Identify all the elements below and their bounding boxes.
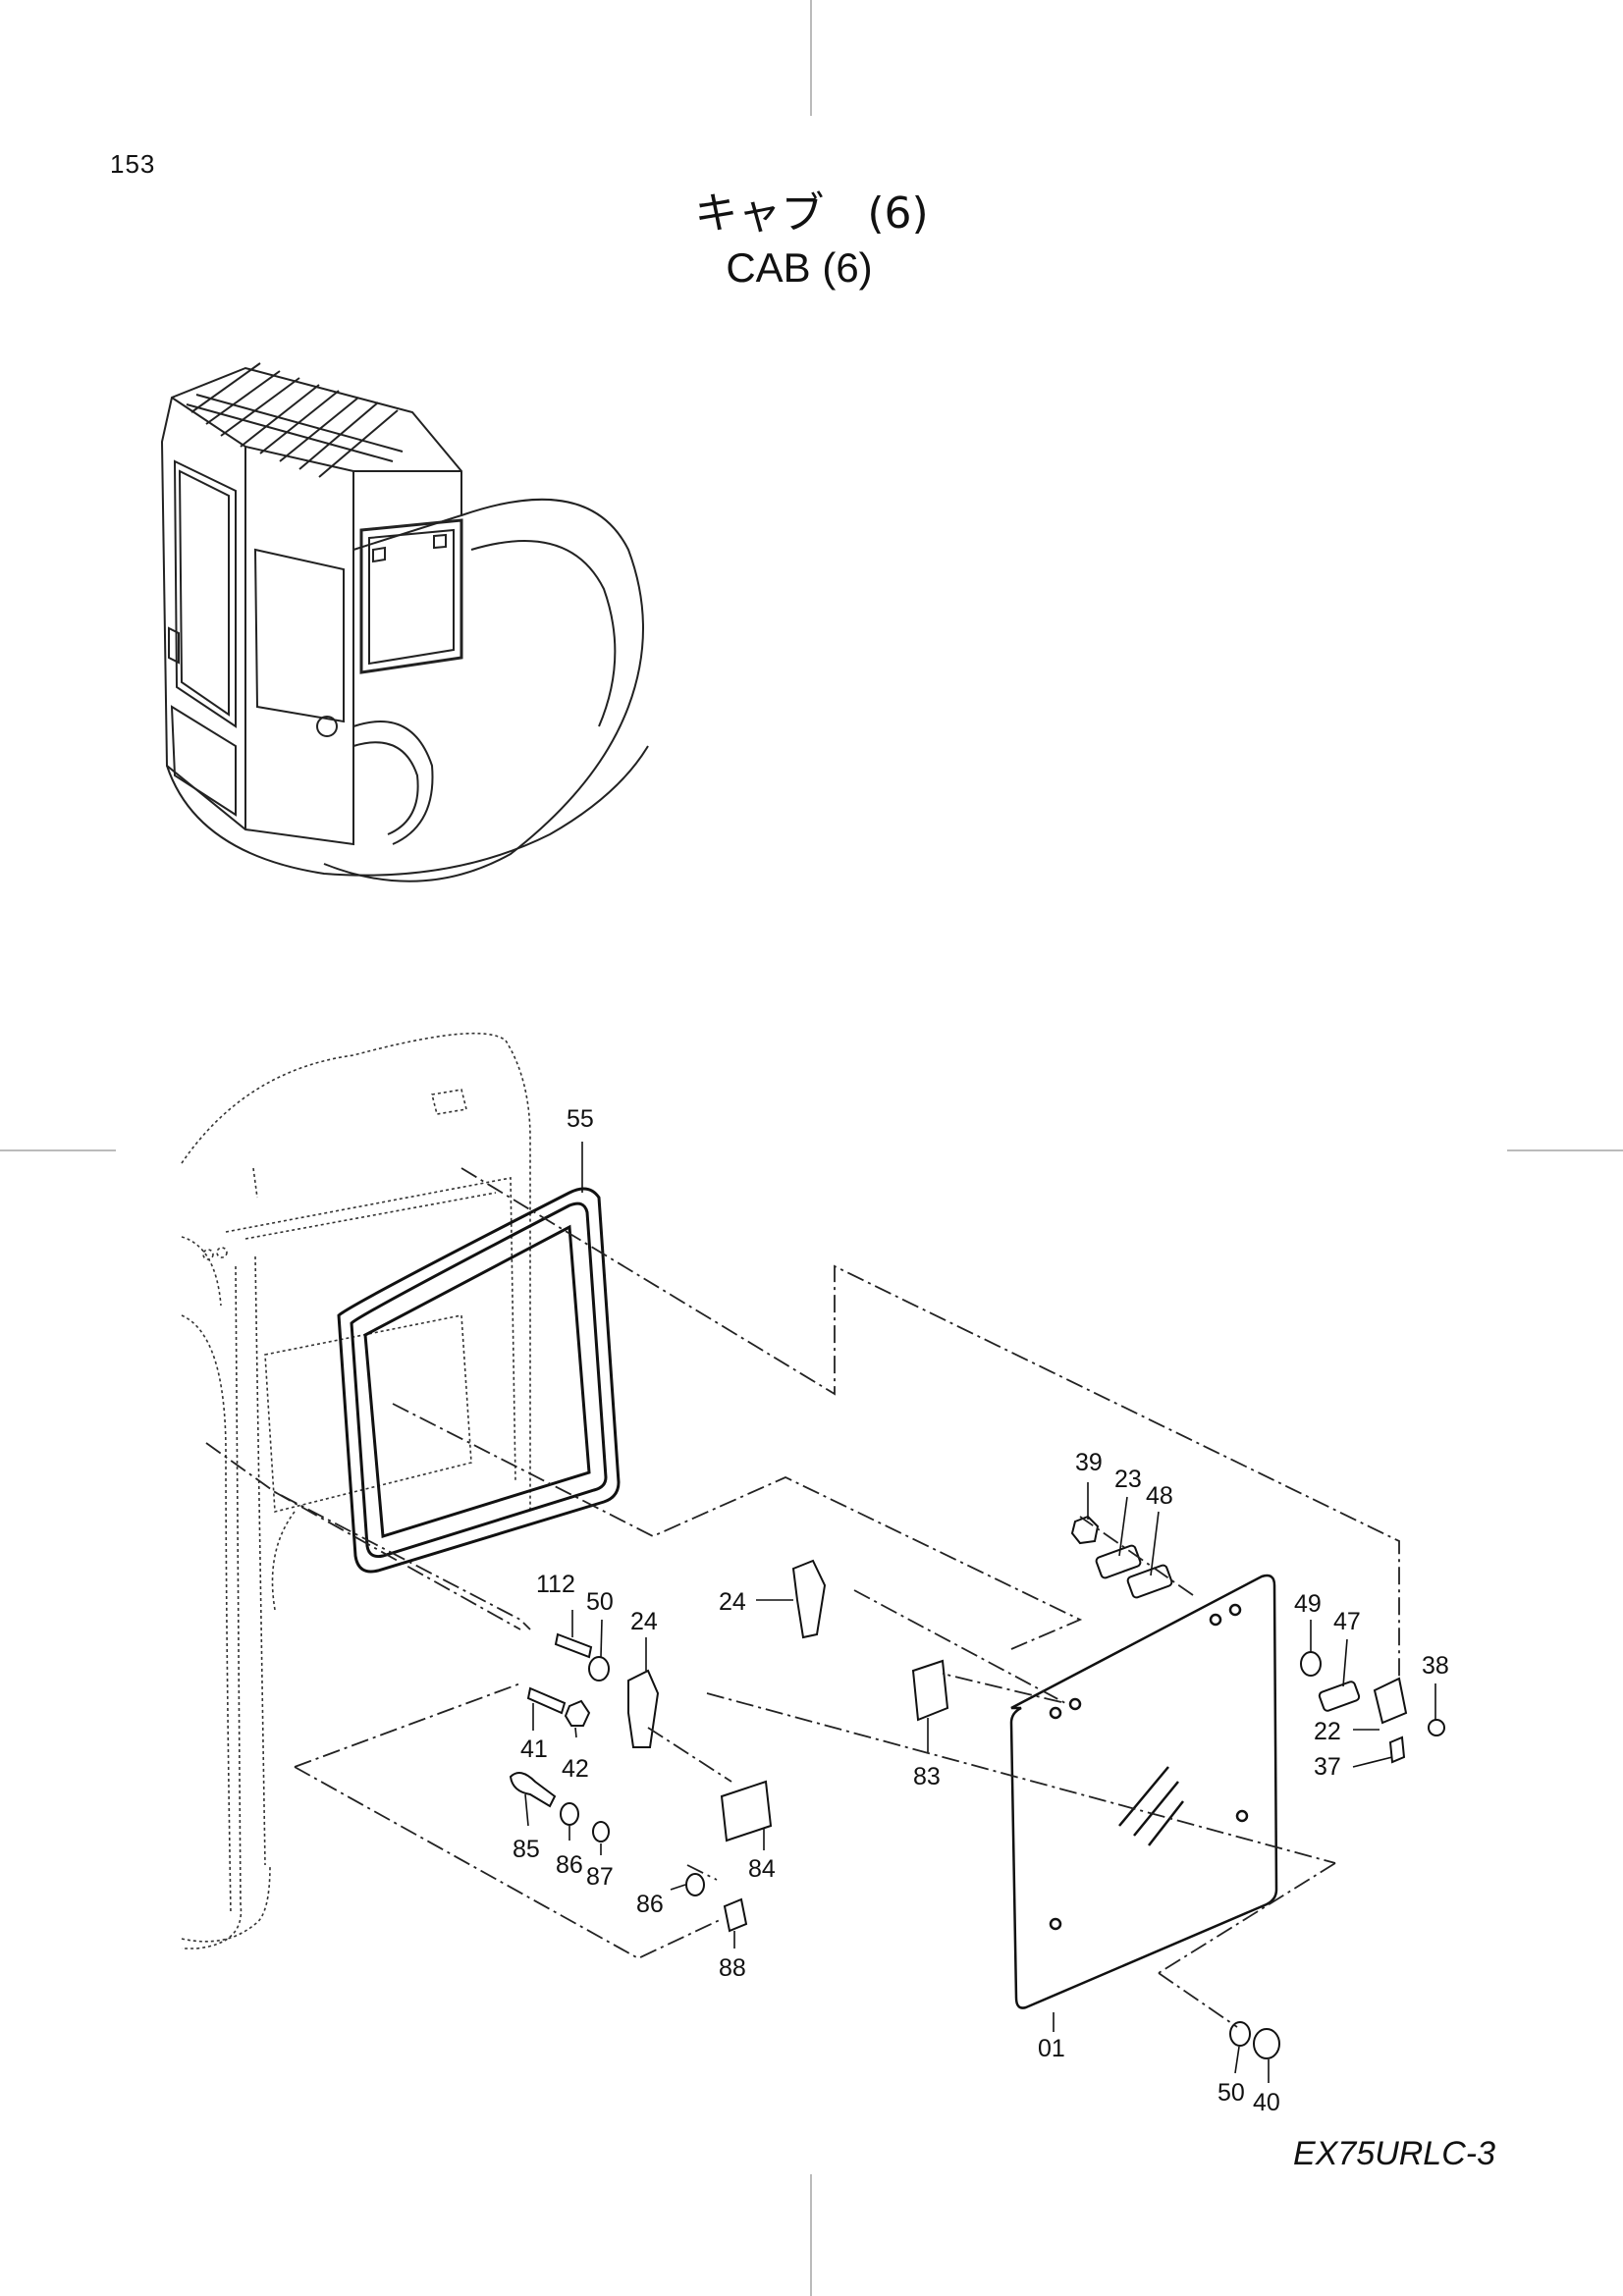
leader-lines — [524, 1142, 1436, 2083]
title-japanese: キャブ (6) — [694, 188, 929, 239]
callout-23: 23 — [1114, 1466, 1142, 1493]
cab-frame-outline — [181, 1032, 531, 1949]
callout-86-lower: 86 — [636, 1891, 664, 1918]
callout-40: 40 — [1253, 2089, 1280, 2116]
callout-24-upper: 24 — [719, 1588, 746, 1616]
callout-38: 38 — [1422, 1652, 1449, 1680]
callout-88: 88 — [719, 1954, 746, 1982]
callout-50-lower: 50 — [1217, 2079, 1245, 2107]
callout-86-upper: 86 — [556, 1851, 583, 1879]
callout-47: 47 — [1333, 1608, 1361, 1635]
callout-41: 41 — [520, 1735, 548, 1763]
title-english: CAB (6) — [726, 244, 873, 291]
window-seal-55 — [337, 1187, 621, 1574]
callout-24-left: 24 — [630, 1608, 658, 1635]
cab-overview-illustration — [160, 362, 649, 882]
callout-55: 55 — [567, 1105, 594, 1133]
callout-84: 84 — [748, 1855, 776, 1883]
callout-50-upper: 50 — [586, 1588, 614, 1616]
callout-83: 83 — [913, 1763, 941, 1790]
page-title: キャブ (6) CAB (6) — [0, 187, 1623, 294]
callout-42: 42 — [562, 1755, 589, 1783]
assembly-lines — [205, 1167, 1400, 2028]
model-code: EX75URLC-3 — [1293, 2135, 1495, 2172]
callout-labels: 55 39 23 48 112 50 24 24 49 47 38 22 37 … — [513, 1105, 1449, 2116]
callout-22: 22 — [1314, 1718, 1341, 1745]
callout-49: 49 — [1294, 1590, 1322, 1618]
callout-112: 112 — [536, 1571, 575, 1598]
callout-87: 87 — [586, 1863, 614, 1891]
page-number: 153 — [110, 149, 156, 179]
callout-37: 37 — [1314, 1753, 1341, 1781]
glass-panel-01 — [1009, 1574, 1278, 2009]
callout-39: 39 — [1075, 1449, 1103, 1476]
callout-85: 85 — [513, 1836, 540, 1863]
callout-01: 01 — [1038, 2035, 1065, 2062]
callout-48: 48 — [1146, 1482, 1173, 1510]
